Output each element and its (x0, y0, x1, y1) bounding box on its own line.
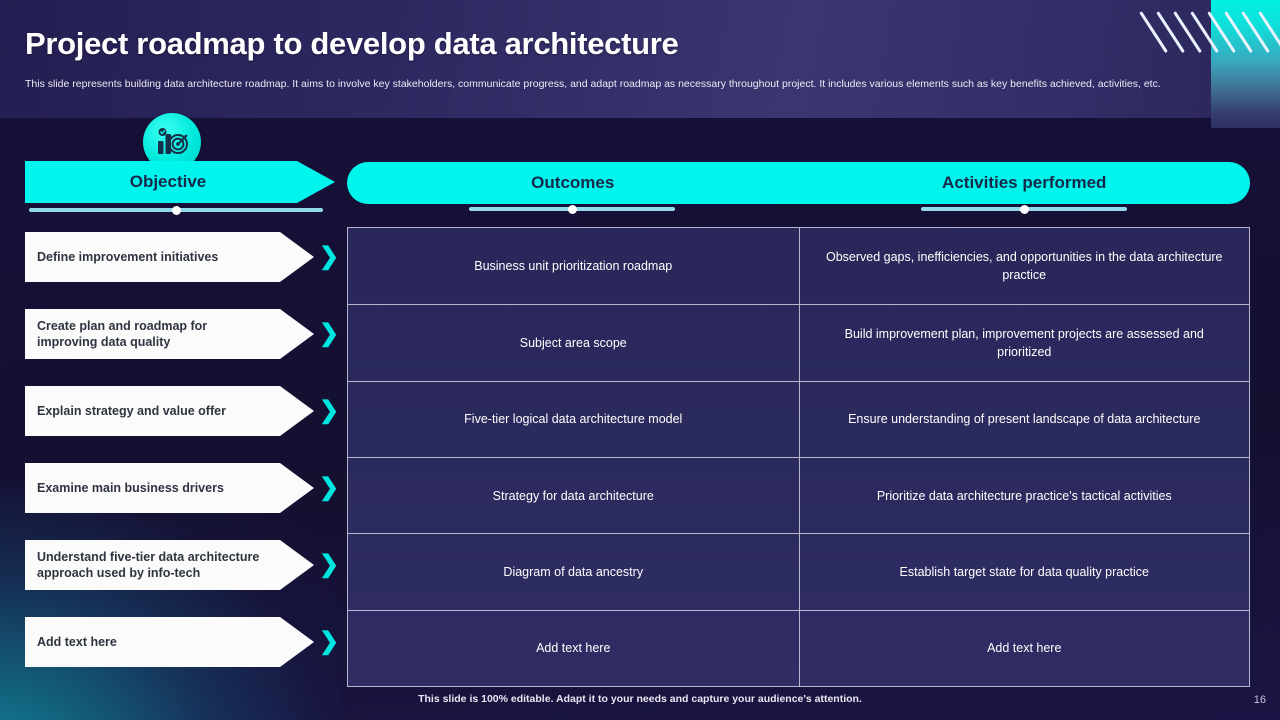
objective-item[interactable]: Examine main business drivers ❯ (25, 463, 343, 513)
table-row: Strategy for data architecture Prioritiz… (348, 457, 1250, 534)
objective-shape[interactable]: Examine main business drivers (25, 463, 314, 513)
chevron-right-icon: ❯ (319, 628, 340, 655)
outcome-cell: Five-tier logical data architecture mode… (348, 382, 799, 457)
outcome-text: Add text here (536, 641, 611, 656)
objective-label: Create plan and roadmap for improving da… (37, 319, 208, 349)
objective-label: Understand five-tier data architecture a… (37, 550, 260, 580)
chevron-right-icon: ❯ (319, 243, 340, 270)
activities-header-label: Activities performed (942, 173, 1107, 192)
objective-shape[interactable]: Add text here (25, 617, 314, 667)
footer-note: This slide is 100% editable. Adapt it to… (418, 693, 862, 705)
objective-header: Objective (25, 161, 335, 203)
objective-shape[interactable]: Define improvement initiatives (25, 232, 314, 282)
column-headers-pill: Outcomes Activities performed (347, 162, 1250, 204)
outcome-text: Subject area scope (519, 335, 627, 350)
activities-underline (921, 204, 1127, 214)
outcomes-header: Outcomes (347, 162, 799, 204)
activity-text: Observed gaps, inefficiencies, and oppor… (825, 250, 1223, 283)
activity-cell: Prioritize data architecture practice's … (798, 458, 1250, 534)
outcome-cell: Diagram of data ancestry (348, 534, 799, 609)
objective-label: Add text here (37, 635, 117, 649)
page-title: Project roadmap to develop data architec… (25, 26, 679, 61)
activity-cell: Establish target state for data quality … (798, 534, 1250, 610)
objective-label: Define improvement initiatives (37, 250, 219, 264)
table-row: Add text here Add text here (348, 609, 1250, 686)
table-row: Business unit prioritization roadmap Obs… (348, 228, 1250, 305)
objective-item[interactable]: Create plan and roadmap for improving da… (25, 309, 343, 359)
outcome-cell: Business unit prioritization roadmap (348, 228, 799, 304)
chevron-right-icon: ❯ (319, 397, 340, 424)
objective-shape[interactable]: Understand five-tier data architecture a… (25, 540, 314, 590)
activity-text: Establish target state for data quality … (899, 564, 1149, 579)
activity-cell: Ensure understanding of present landscap… (798, 381, 1250, 457)
objective-item[interactable]: Explain strategy and value offer ❯ (25, 386, 343, 436)
outcome-text: Diagram of data ancestry (503, 564, 644, 579)
outcome-cell: Subject area scope (348, 305, 799, 380)
outcome-cell[interactable]: Add text here (348, 611, 799, 686)
table-row: Five-tier logical data architecture mode… (348, 380, 1250, 457)
objective-shape[interactable]: Create plan and roadmap for improving da… (25, 309, 314, 359)
outcomes-underline (469, 204, 675, 214)
activity-cell: Observed gaps, inefficiencies, and oppor… (798, 228, 1250, 305)
outcome-cell: Strategy for data architecture (348, 458, 799, 533)
table-row: Subject area scope Build improvement pla… (348, 304, 1250, 381)
corner-accent-block (1211, 0, 1280, 128)
header-band (0, 0, 1280, 118)
objective-label: Explain strategy and value offer (37, 404, 226, 418)
activity-text: Add text here (987, 641, 1062, 656)
page-subtitle: This slide represents building data arch… (25, 78, 1161, 90)
diagonal-stripes-icon (1120, 11, 1280, 74)
activities-header: Activities performed (799, 162, 1251, 204)
objective-underline (29, 205, 323, 215)
activity-text: Ensure understanding of present landscap… (848, 412, 1201, 427)
chevron-right-icon: ❯ (319, 320, 340, 347)
table-row: Diagram of data ancestry Establish targe… (348, 533, 1250, 610)
objective-shape[interactable]: Explain strategy and value offer (25, 386, 314, 436)
objective-item[interactable]: Add text here ❯ (25, 617, 343, 667)
outcome-text: Strategy for data architecture (492, 488, 654, 503)
roadmap-table: Business unit prioritization roadmap Obs… (347, 227, 1250, 687)
chevron-right-icon: ❯ (319, 474, 340, 501)
outcome-text: Business unit prioritization roadmap (474, 259, 673, 274)
objective-label: Examine main business drivers (37, 481, 224, 495)
outcome-text: Five-tier logical data architecture mode… (464, 412, 683, 427)
activity-cell: Build improvement plan, improvement proj… (798, 305, 1250, 381)
objective-item[interactable]: Define improvement initiatives ❯ (25, 232, 343, 282)
objective-item[interactable]: Understand five-tier data architecture a… (25, 540, 343, 590)
page-number: 16 (1253, 694, 1266, 706)
outcomes-header-label: Outcomes (531, 173, 615, 192)
objective-list: Define improvement initiatives ❯ Create … (25, 232, 343, 694)
activity-cell[interactable]: Add text here (798, 610, 1250, 686)
activity-text: Build improvement plan, improvement proj… (844, 326, 1204, 359)
objective-header-label: Objective (129, 172, 207, 191)
chevron-right-icon: ❯ (319, 551, 340, 578)
activity-text: Prioritize data architecture practice's … (876, 488, 1172, 503)
